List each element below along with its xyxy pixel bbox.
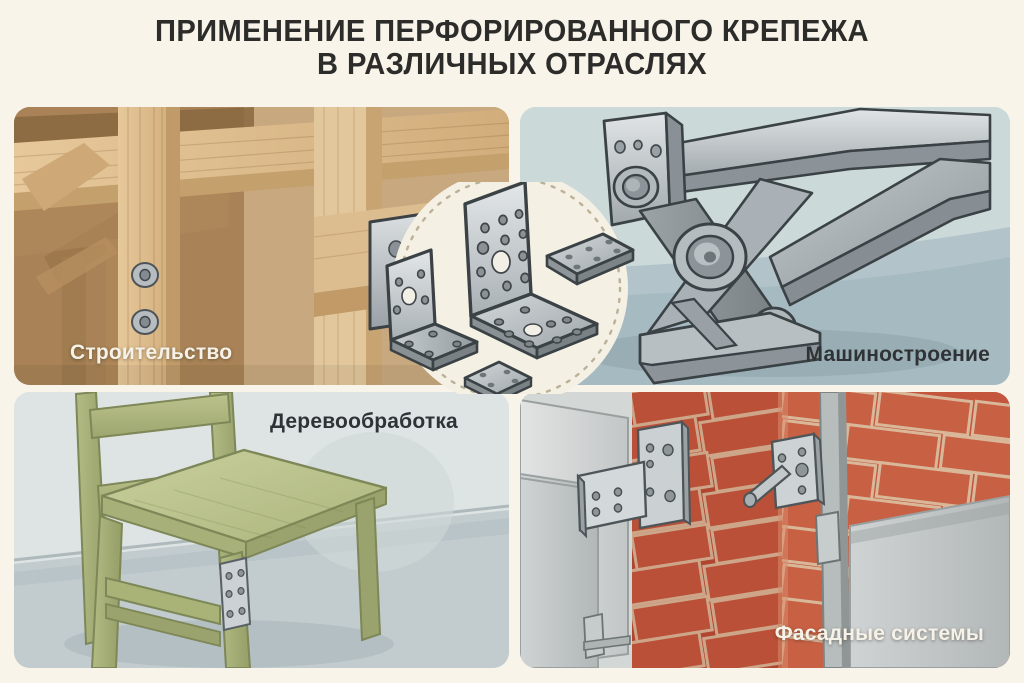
title-line-1: ПРИМЕНЕНИЕ ПЕРФОРИРОВАННОГО КРЕПЕЖА (155, 13, 869, 48)
panel-label-facade: Фасадные системы (774, 622, 984, 645)
screw-head-icon (131, 309, 159, 335)
small-angle-bracket (385, 248, 479, 372)
panel-label-woodworking: Деревообработка (270, 410, 458, 433)
machinery-illustration (520, 107, 1010, 385)
panel-woodworking[interactable]: Деревообработка (14, 392, 509, 668)
page-title: ПРИМЕНЕНИЕ ПЕРФОРИРОВАННОГО КРЕПЕЖА В РА… (0, 14, 1024, 81)
panel-label-machinery: Машиностроение (805, 343, 990, 366)
facade-illustration (520, 392, 1010, 668)
callout-disc (385, 182, 635, 394)
woodworking-illustration (14, 392, 509, 668)
panel-facade[interactable]: Фасадные системы (520, 392, 1010, 668)
screw-head-icon (131, 262, 159, 288)
flat-perforated-plate-upper (545, 232, 635, 286)
title-line-2: В РАЗЛИЧНЫХ ОТРАСЛЯХ (317, 46, 707, 82)
panel-label-construction: Строительство (70, 341, 233, 364)
large-angle-bracket (463, 182, 599, 360)
mending-plate-icon (218, 556, 252, 632)
facade-bracket-icon (576, 419, 692, 539)
perforated-fasteners-callout (381, 182, 639, 394)
facade-bracket-pin-icon (743, 431, 826, 510)
flat-perforated-plate-lower (463, 360, 533, 394)
